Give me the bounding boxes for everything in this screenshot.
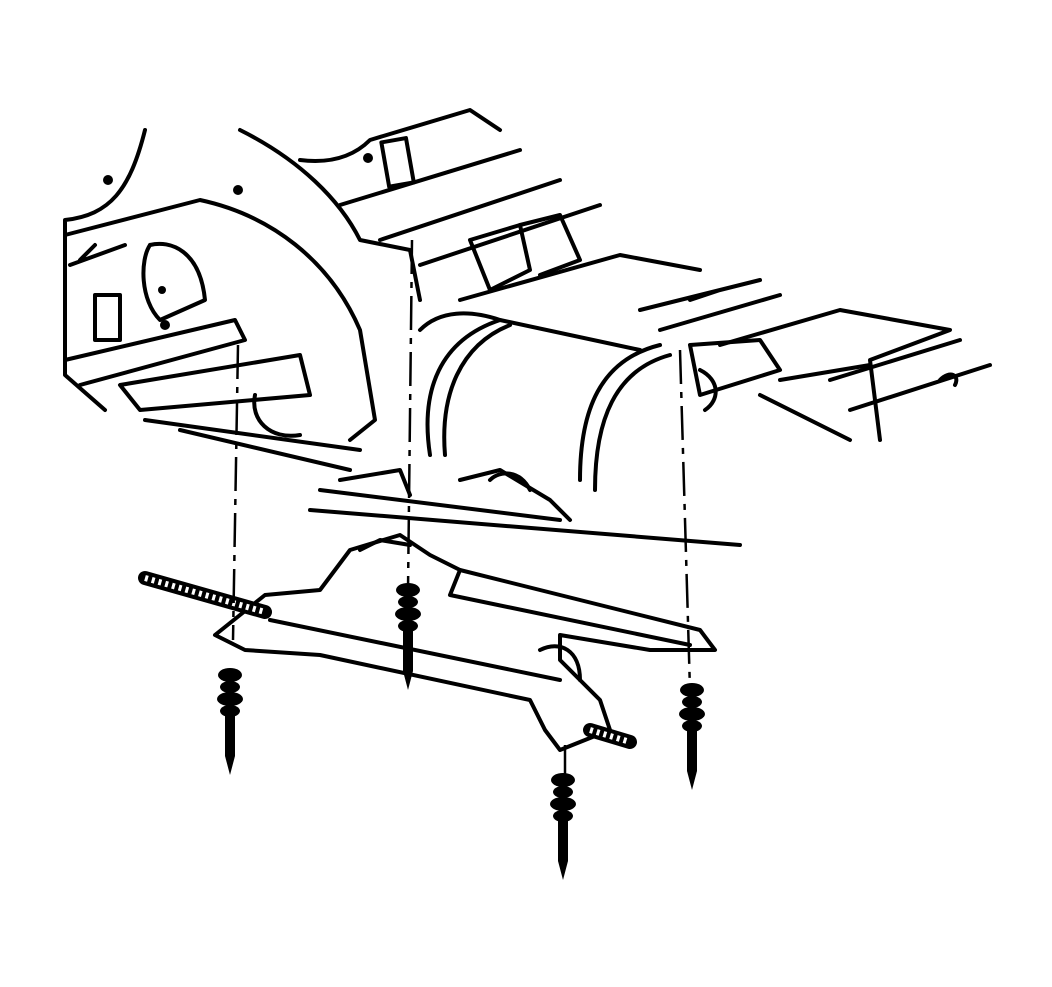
alignment-line-3 [678, 349, 692, 691]
bolt-icon [679, 683, 705, 790]
threaded-rod [138, 571, 637, 749]
center-floor-panel [238, 108, 702, 302]
alignment-lines [231, 239, 692, 780]
right-floor-panel [638, 278, 992, 442]
tunnel-hump [308, 311, 742, 547]
bolt-icon [550, 773, 576, 880]
bolt-icon [395, 583, 421, 690]
heat-shield [213, 533, 717, 752]
alignment-line-2 [406, 239, 414, 591]
alignment-line-1 [231, 344, 240, 641]
left-floor-panel [63, 128, 377, 472]
bolt-icon [217, 668, 243, 775]
